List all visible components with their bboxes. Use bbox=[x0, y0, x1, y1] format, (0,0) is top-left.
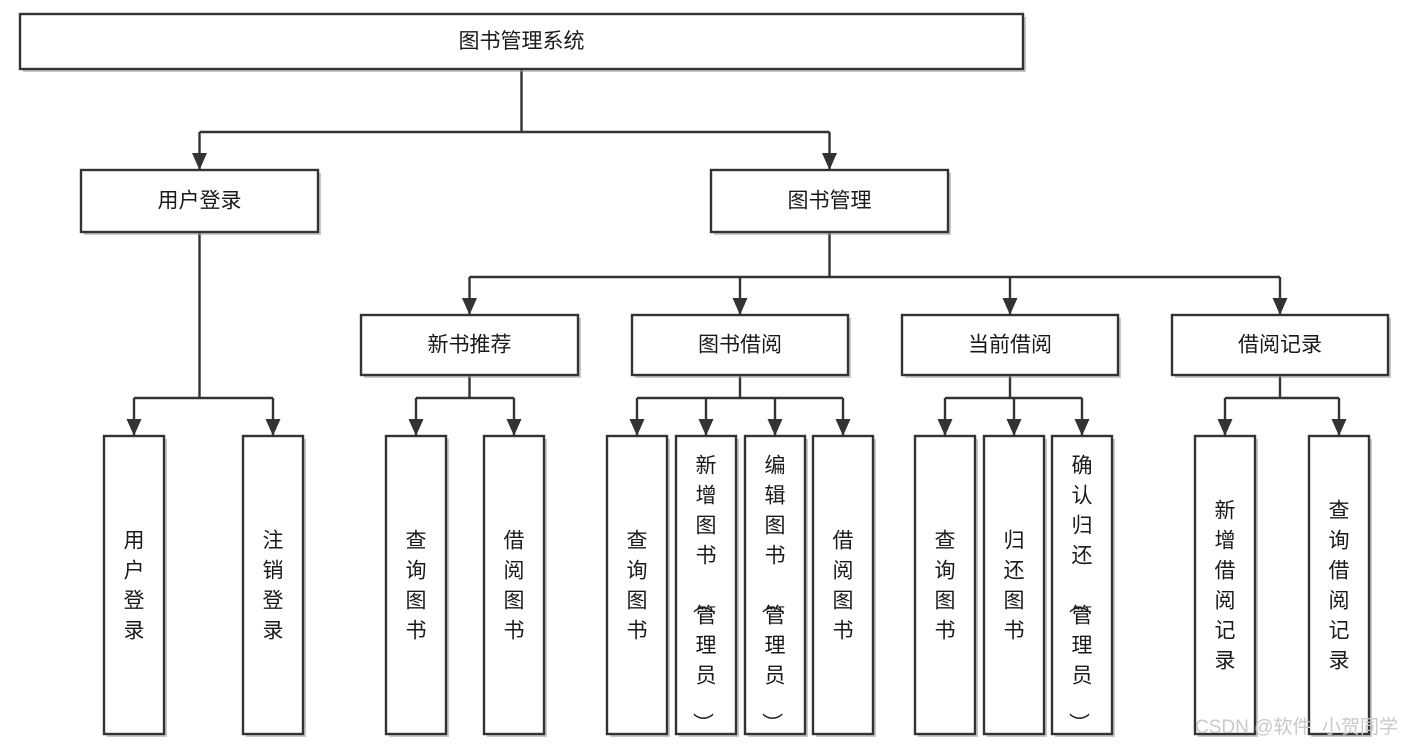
edge-arrowhead bbox=[1006, 419, 1022, 436]
node-box[interactable] bbox=[674, 434, 738, 736]
node-label: 确认归还（管理员） bbox=[1067, 455, 1093, 734]
node-leaf-confirm-return[interactable]: 确认归还（管理员） bbox=[1050, 434, 1115, 737]
node-label: 借阅图书 bbox=[504, 530, 525, 643]
node-leaf-query-record[interactable]: 查询借阅记录 bbox=[1307, 434, 1372, 737]
node-box[interactable] bbox=[359, 313, 580, 377]
node-label: 查询图书 bbox=[627, 530, 648, 643]
edge-arrowhead bbox=[192, 153, 207, 170]
node-box[interactable] bbox=[1193, 434, 1257, 736]
node-root[interactable]: 图书管理系统 bbox=[18, 12, 1026, 72]
node-leaf-add-record[interactable]: 新增借阅记录 bbox=[1193, 434, 1258, 737]
node-label: 图书管理 bbox=[788, 190, 872, 213]
node-box[interactable] bbox=[482, 434, 546, 736]
node-new-book-rec[interactable]: 新书推荐 bbox=[359, 313, 581, 378]
node-box[interactable] bbox=[630, 313, 850, 377]
node-box[interactable] bbox=[18, 12, 1025, 71]
edge-group-from-book-manage bbox=[462, 232, 1288, 315]
node-label: 新增图书（管理员） bbox=[691, 455, 717, 734]
node-label: 借阅记录 bbox=[1238, 334, 1322, 357]
node-box[interactable] bbox=[900, 313, 1120, 377]
node-box[interactable] bbox=[241, 434, 305, 736]
edge-arrowhead bbox=[629, 419, 645, 436]
edge-arrowhead bbox=[126, 419, 142, 436]
node-label: 查询图书 bbox=[406, 530, 427, 643]
node-box[interactable] bbox=[1307, 434, 1371, 736]
node-label: 查询借阅记录 bbox=[1329, 500, 1350, 673]
node-leaf-edit-book[interactable]: 编辑图书（管理员） bbox=[743, 434, 808, 737]
node-label: 注销登录 bbox=[263, 530, 284, 643]
node-label: 新书推荐 bbox=[428, 334, 512, 357]
node-label: 图书管理系统 bbox=[459, 30, 585, 53]
node-box[interactable] bbox=[1050, 434, 1114, 736]
edge-arrowhead bbox=[1217, 419, 1233, 436]
node-leaf-query-book-3[interactable]: 查询图书 bbox=[913, 434, 978, 737]
node-leaf-query-book-2[interactable]: 查询图书 bbox=[605, 434, 670, 737]
csdn-watermark: CSDN @软件_小贺同学 bbox=[1195, 716, 1398, 738]
node-label: 归还图书 bbox=[1004, 530, 1025, 643]
edge-arrowhead bbox=[937, 419, 953, 436]
node-leaf-borrow-book-2[interactable]: 借阅图书 bbox=[811, 434, 876, 737]
node-box[interactable] bbox=[79, 168, 320, 234]
edge-arrowhead bbox=[462, 298, 477, 315]
nodes-layer: 图书管理系统用户登录图书管理新书推荐图书借阅当前借阅借阅记录用户登录注销登录查询… bbox=[18, 12, 1391, 737]
node-label: 用户登录 bbox=[124, 530, 145, 643]
node-leaf-return-book[interactable]: 归还图书 bbox=[982, 434, 1047, 737]
edge-group-from-root bbox=[192, 69, 837, 170]
node-box[interactable] bbox=[982, 434, 1046, 736]
edge-arrowhead bbox=[822, 153, 837, 170]
edge-arrowhead bbox=[698, 419, 714, 436]
node-user-login[interactable]: 用户登录 bbox=[79, 168, 321, 235]
edge-arrowhead bbox=[732, 298, 748, 315]
edge-group-from-user-login bbox=[126, 232, 281, 436]
edge-group-from-borrow-record bbox=[1217, 375, 1347, 436]
node-label: 编辑图书（管理员） bbox=[760, 455, 786, 734]
node-box[interactable] bbox=[384, 434, 448, 736]
node-label: 用户登录 bbox=[158, 190, 242, 213]
node-label: 当前借阅 bbox=[968, 334, 1052, 357]
edge-group-from-current-borrow bbox=[937, 375, 1090, 436]
node-label: 图书借阅 bbox=[698, 334, 782, 357]
edge-arrowhead bbox=[408, 419, 424, 436]
node-box[interactable] bbox=[743, 434, 807, 736]
edge-arrowhead bbox=[835, 419, 851, 436]
edge-group-from-new-book-rec bbox=[408, 375, 522, 436]
node-borrow-record[interactable]: 借阅记录 bbox=[1170, 313, 1391, 378]
edges-layer bbox=[126, 69, 1347, 436]
node-box[interactable] bbox=[605, 434, 669, 736]
node-label: 新增借阅记录 bbox=[1215, 500, 1236, 673]
edge-arrowhead bbox=[265, 419, 281, 436]
node-box[interactable] bbox=[102, 434, 166, 736]
node-label: 借阅图书 bbox=[833, 530, 854, 643]
edge-arrowhead bbox=[1272, 298, 1288, 315]
edge-arrowhead bbox=[1074, 419, 1090, 436]
node-box[interactable] bbox=[913, 434, 977, 736]
node-leaf-user-login[interactable]: 用户登录 bbox=[102, 434, 167, 737]
edge-arrowhead bbox=[1002, 298, 1018, 315]
node-leaf-query-book-1[interactable]: 查询图书 bbox=[384, 434, 449, 737]
node-box[interactable] bbox=[1170, 313, 1390, 377]
edge-arrowhead bbox=[506, 419, 522, 436]
node-box[interactable] bbox=[709, 168, 950, 234]
edge-group-from-book-borrow bbox=[629, 375, 851, 436]
node-leaf-add-book[interactable]: 新增图书（管理员） bbox=[674, 434, 739, 737]
edge-arrowhead bbox=[767, 419, 783, 436]
edge-arrowhead bbox=[1331, 419, 1347, 436]
node-current-borrow[interactable]: 当前借阅 bbox=[900, 313, 1121, 378]
node-book-manage[interactable]: 图书管理 bbox=[709, 168, 951, 235]
node-box[interactable] bbox=[811, 434, 875, 736]
node-leaf-user-logout[interactable]: 注销登录 bbox=[241, 434, 306, 737]
node-leaf-borrow-book-1[interactable]: 借阅图书 bbox=[482, 434, 547, 737]
node-book-borrow[interactable]: 图书借阅 bbox=[630, 313, 851, 378]
node-label: 查询图书 bbox=[935, 530, 956, 643]
